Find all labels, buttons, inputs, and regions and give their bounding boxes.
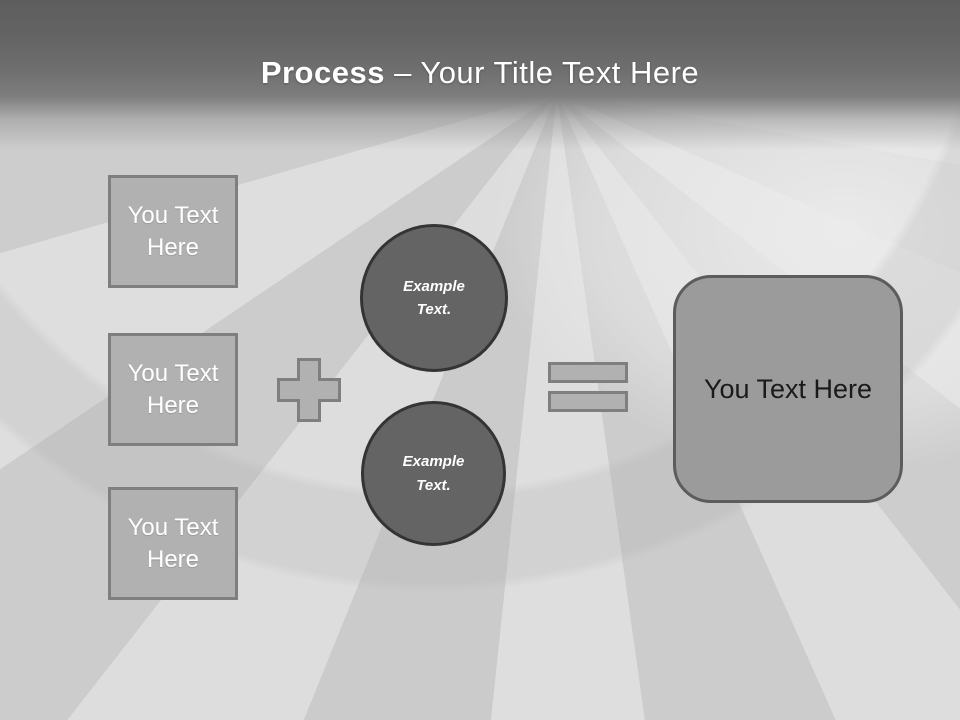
input-box-2: You Text Here [108,333,238,446]
input-box-2-label: You Text Here [127,359,219,419]
input-box-1: You Text Here [108,175,238,288]
example-circle-1: Example Text. [360,224,508,372]
example-circle-2: Example Text. [361,401,506,546]
input-box-3: You Text Here [108,487,238,600]
equals-bottom-bar [548,391,628,412]
result-box-label: You Text Here [703,373,873,404]
example-circle-1-label: Example Text. [403,277,465,318]
slide-title: Process – Your Title Text Here [0,55,960,91]
slide-title-keyword: Process [260,55,385,90]
equals-top-bar [548,362,628,383]
plus-icon [277,358,341,422]
equals-icon [548,362,628,412]
result-box: You Text Here [673,275,903,503]
slide-title-subtitle: – Your Title Text Here [384,55,700,90]
example-circle-2-label: Example Text. [402,453,465,494]
input-box-1-label: You Text Here [127,201,219,261]
header-band: Process – Your Title Text Here [0,0,960,152]
input-box-3-label: You Text Here [127,513,219,573]
